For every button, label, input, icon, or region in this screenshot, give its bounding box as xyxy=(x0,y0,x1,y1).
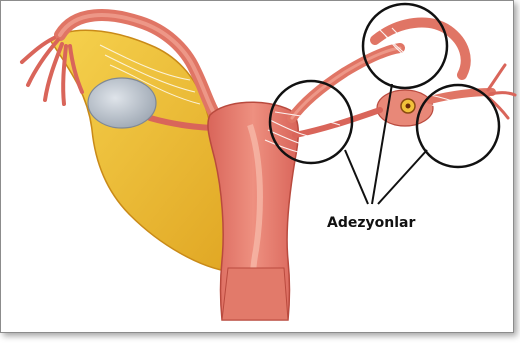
adhesions-label: Adezyonlar xyxy=(327,215,415,231)
broad-ligament-left xyxy=(50,30,236,272)
ovary-left xyxy=(88,78,156,128)
cervix xyxy=(222,268,288,320)
adhesion-circle-top xyxy=(363,4,447,88)
